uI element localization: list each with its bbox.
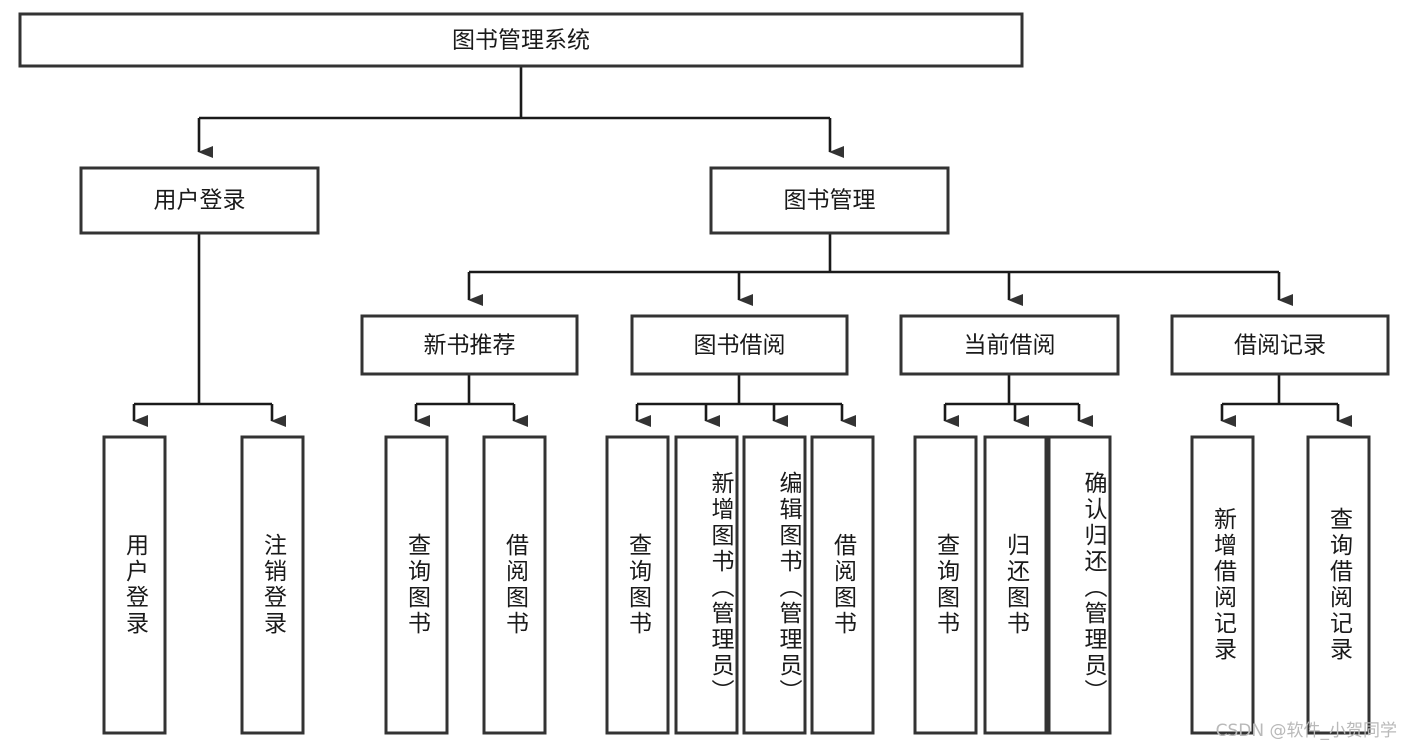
node-leaf-user-login-box[interactable] xyxy=(102,435,167,735)
node-leaf-borrow-book-box[interactable] xyxy=(810,435,875,735)
node-leaf-add-book-box[interactable] xyxy=(674,435,739,735)
connectors-current-borrow-to-leaves xyxy=(943,374,1093,427)
connectors-book-manage-to-level2 xyxy=(467,233,1293,306)
node-book-borrow[interactable]: 图书借阅 xyxy=(630,314,849,376)
leaf-boxes xyxy=(102,435,1371,735)
node-user-login-box[interactable] xyxy=(79,166,320,235)
connectors-root-to-level1 xyxy=(197,66,844,158)
node-leaf-return-book-box[interactable] xyxy=(983,435,1048,735)
node-root[interactable]: 图书管理系统 xyxy=(18,12,1024,68)
node-leaf-query-record-box[interactable] xyxy=(1306,435,1371,735)
connectors-borrow-record-to-leaves xyxy=(1220,374,1352,427)
node-current-borrow-label: 当前借阅 xyxy=(964,333,1056,359)
node-leaf-edit-book-box[interactable] xyxy=(742,435,807,735)
node-new-book-rec[interactable]: 新书推荐 xyxy=(360,314,579,376)
node-new-book-rec-box[interactable] xyxy=(360,314,579,376)
node-book-manage-label: 图书管理 xyxy=(784,188,876,214)
node-book-manage-box[interactable] xyxy=(709,166,950,235)
node-root-box[interactable] xyxy=(18,12,1024,68)
node-leaf-add-record-box[interactable] xyxy=(1190,435,1255,735)
node-leaf-borrow-book-rec-box[interactable] xyxy=(482,435,547,735)
node-leaf-query-book-rec-box[interactable] xyxy=(384,435,449,735)
node-current-borrow[interactable]: 当前借阅 xyxy=(899,314,1120,376)
node-book-borrow-label: 图书借阅 xyxy=(694,333,786,359)
node-leaf-user-logout-box[interactable] xyxy=(240,435,305,735)
node-borrow-record[interactable]: 借阅记录 xyxy=(1170,314,1390,376)
node-root-label: 图书管理系统 xyxy=(452,28,590,54)
node-book-manage[interactable]: 图书管理 xyxy=(709,166,950,235)
connectors-user-login-to-leaves xyxy=(132,233,286,427)
connectors-book-borrow-to-leaves xyxy=(635,374,856,427)
node-current-borrow-box[interactable] xyxy=(899,314,1120,376)
csdn-watermark: CSDN @软件_小贺同学 xyxy=(1215,721,1397,741)
node-user-login[interactable]: 用户登录 xyxy=(79,166,320,235)
node-user-login-label: 用户登录 xyxy=(154,188,246,214)
node-book-borrow-box[interactable] xyxy=(630,314,849,376)
node-leaf-query-book-cur-box[interactable] xyxy=(913,435,978,735)
node-leaf-confirm-return-box[interactable] xyxy=(1047,435,1112,735)
node-leaf-query-book-box[interactable] xyxy=(605,435,670,735)
node-borrow-record-box[interactable] xyxy=(1170,314,1390,376)
connectors-new-book-rec-to-leaves xyxy=(414,374,528,427)
node-borrow-record-label: 借阅记录 xyxy=(1234,333,1326,359)
node-new-book-rec-label: 新书推荐 xyxy=(424,333,516,359)
